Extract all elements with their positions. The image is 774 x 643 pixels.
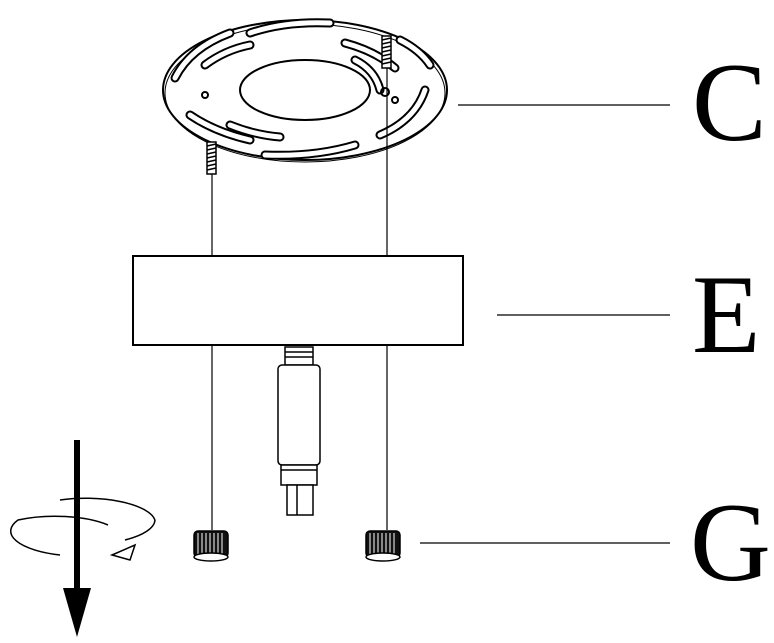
leader-lines: [420, 104, 670, 544]
rotate-arrow-icon: [9, 497, 156, 561]
housing-part-e: [132, 255, 464, 346]
down-arrow-icon: [63, 440, 91, 637]
label-g: G: [690, 481, 771, 605]
screw-left: [206, 141, 217, 175]
knurled-nut-left: [193, 530, 229, 562]
motor-shaft: [277, 346, 321, 516]
screw-right: [381, 35, 392, 69]
guide-lines: [211, 68, 388, 530]
label-c: C: [692, 41, 767, 165]
label-e: E: [692, 253, 760, 377]
mounting-plate-part-c: [162, 18, 448, 163]
knurled-nut-right: [365, 530, 401, 562]
